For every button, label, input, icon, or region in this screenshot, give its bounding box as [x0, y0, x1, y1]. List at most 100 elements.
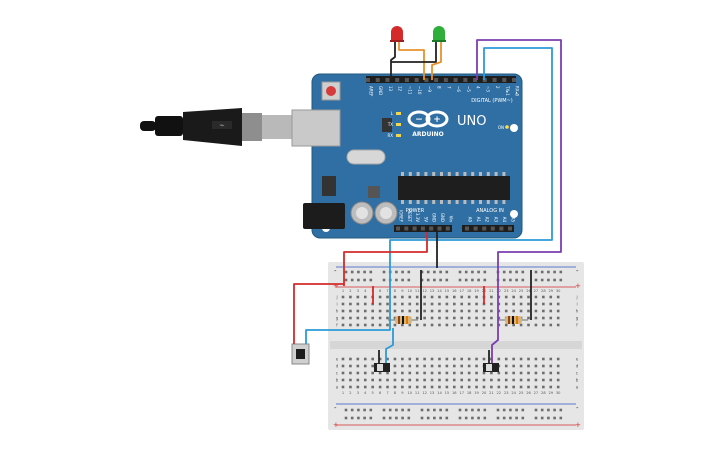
breadboard-hole[interactable] [460, 364, 464, 368]
breadboard-hole[interactable] [556, 378, 560, 382]
breadboard-hole[interactable] [378, 323, 382, 327]
rail-hole[interactable] [515, 278, 518, 282]
breadboard-hole[interactable] [556, 323, 560, 327]
rail-hole[interactable] [363, 270, 366, 274]
breadboard-hole[interactable] [504, 309, 508, 313]
resistor-left[interactable] [388, 316, 418, 324]
breadboard-hole[interactable] [542, 385, 545, 389]
breadboard-hole[interactable] [386, 316, 389, 320]
breadboard-hole[interactable] [504, 371, 508, 375]
rail-hole[interactable] [420, 408, 424, 412]
breadboard-hole[interactable] [453, 309, 456, 313]
breadboard-hole[interactable] [482, 378, 486, 382]
breadboard-hole[interactable] [490, 295, 493, 299]
breadboard-hole[interactable] [467, 302, 471, 306]
breadboard-hole[interactable] [415, 385, 419, 389]
breadboard-hole[interactable] [393, 323, 397, 327]
breadboard-hole[interactable] [423, 385, 426, 389]
breadboard-hole[interactable] [371, 316, 374, 320]
rail-hole[interactable] [483, 408, 487, 412]
rail-hole[interactable] [483, 416, 487, 420]
digital-pin-socket[interactable] [463, 78, 468, 82]
rail-hole[interactable] [464, 408, 468, 412]
rail-hole[interactable] [502, 278, 506, 282]
breadboard-hole[interactable] [401, 364, 404, 368]
breadboard-hole[interactable] [356, 378, 360, 382]
breadboard-hole[interactable] [349, 323, 352, 327]
breadboard-hole[interactable] [542, 295, 545, 299]
breadboard-hole[interactable] [534, 385, 538, 389]
rail-hole[interactable] [458, 416, 462, 420]
breadboard-hole[interactable] [512, 364, 515, 368]
breadboard-hole[interactable] [482, 385, 486, 389]
breadboard-hole[interactable] [371, 357, 374, 361]
digital-pin-socket[interactable] [473, 78, 478, 82]
breadboard-hole[interactable] [527, 309, 530, 313]
breadboard-hole[interactable] [549, 357, 553, 361]
breadboard-hole[interactable] [378, 378, 382, 382]
breadboard-hole[interactable] [512, 378, 515, 382]
breadboard-hole[interactable] [430, 371, 434, 375]
breadboard-hole[interactable] [349, 371, 352, 375]
breadboard-hole[interactable] [408, 357, 412, 361]
breadboard-hole[interactable] [549, 364, 553, 368]
rail-hole[interactable] [439, 408, 442, 412]
breadboard-hole[interactable] [467, 371, 471, 375]
breadboard-hole[interactable] [556, 371, 560, 375]
rail-hole[interactable] [350, 408, 354, 412]
rail-hole[interactable] [471, 416, 474, 420]
rail-hole[interactable] [407, 408, 411, 412]
rail-hole[interactable] [382, 408, 386, 412]
breadboard-hole[interactable] [445, 378, 449, 382]
wire-red-led-anode[interactable] [398, 42, 425, 80]
breadboard-hole[interactable] [341, 357, 345, 361]
breadboard-hole[interactable] [519, 309, 523, 313]
digital-pin-socket[interactable] [395, 78, 400, 82]
breadboard-hole[interactable] [356, 309, 360, 313]
breadboard-hole[interactable] [363, 316, 367, 320]
rail-hole[interactable] [471, 278, 474, 282]
breadboard-hole[interactable] [519, 385, 523, 389]
rail-hole[interactable] [369, 278, 373, 282]
rail-hole[interactable] [540, 416, 544, 420]
breadboard-hole[interactable] [378, 302, 382, 306]
breadboard-hole[interactable] [453, 323, 456, 327]
breadboard-hole[interactable] [482, 309, 486, 313]
breadboard-hole[interactable] [475, 364, 478, 368]
rail-hole[interactable] [350, 270, 354, 274]
push-button[interactable] [291, 343, 310, 365]
breadboard-hole[interactable] [341, 316, 345, 320]
breadboard-hole[interactable] [556, 309, 560, 313]
breadboard-hole[interactable] [460, 316, 464, 320]
breadboard-hole[interactable] [408, 302, 412, 306]
breadboard-hole[interactable] [423, 357, 426, 361]
breadboard-hole[interactable] [408, 378, 412, 382]
breadboard-hole[interactable] [497, 385, 501, 389]
breadboard-hole[interactable] [386, 378, 389, 382]
breadboard-hole[interactable] [438, 295, 441, 299]
breadboard-hole[interactable] [363, 295, 367, 299]
breadboard-hole[interactable] [415, 323, 419, 327]
breadboard-hole[interactable] [453, 364, 456, 368]
breadboard-hole[interactable] [527, 364, 530, 368]
breadboard-hole[interactable] [356, 323, 360, 327]
wire-red-led-cathode[interactable] [390, 42, 396, 80]
breadboard-hole[interactable] [430, 295, 434, 299]
rail-hole[interactable] [458, 270, 462, 274]
breadboard-hole[interactable] [430, 357, 434, 361]
breadboard-hole[interactable] [556, 316, 560, 320]
breadboard-hole[interactable] [393, 385, 397, 389]
breadboard-hole[interactable] [438, 378, 441, 382]
rail-hole[interactable] [521, 278, 525, 282]
slide-switch-right[interactable] [483, 363, 499, 372]
breadboard-hole[interactable] [423, 316, 426, 320]
breadboard-hole[interactable] [467, 357, 471, 361]
breadboard-hole[interactable] [393, 357, 397, 361]
rail-hole[interactable] [369, 408, 373, 412]
analog-pin-socket[interactable] [490, 226, 495, 231]
led-green[interactable] [432, 26, 446, 42]
breadboard-hole[interactable] [527, 295, 530, 299]
breadboard-hole[interactable] [438, 323, 441, 327]
switch-knob[interactable] [486, 364, 492, 371]
breadboard-hole[interactable] [453, 295, 456, 299]
